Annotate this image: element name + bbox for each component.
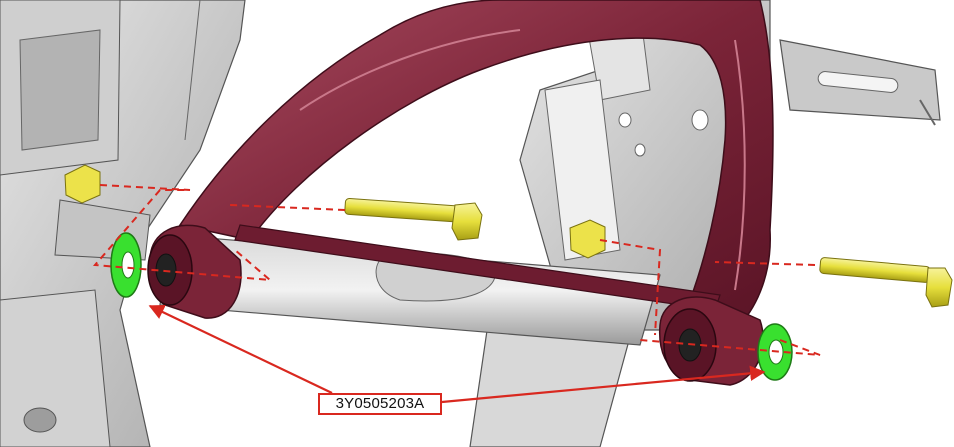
callout-leader-lines [148, 305, 766, 404]
nut-icon [64, 164, 606, 259]
control-arm [147, 0, 774, 386]
part-number-callout: 3Y0505203A [318, 393, 442, 415]
bolt-icon [344, 197, 953, 308]
left-subframe [0, 0, 246, 447]
assembly-paths [92, 184, 821, 356]
